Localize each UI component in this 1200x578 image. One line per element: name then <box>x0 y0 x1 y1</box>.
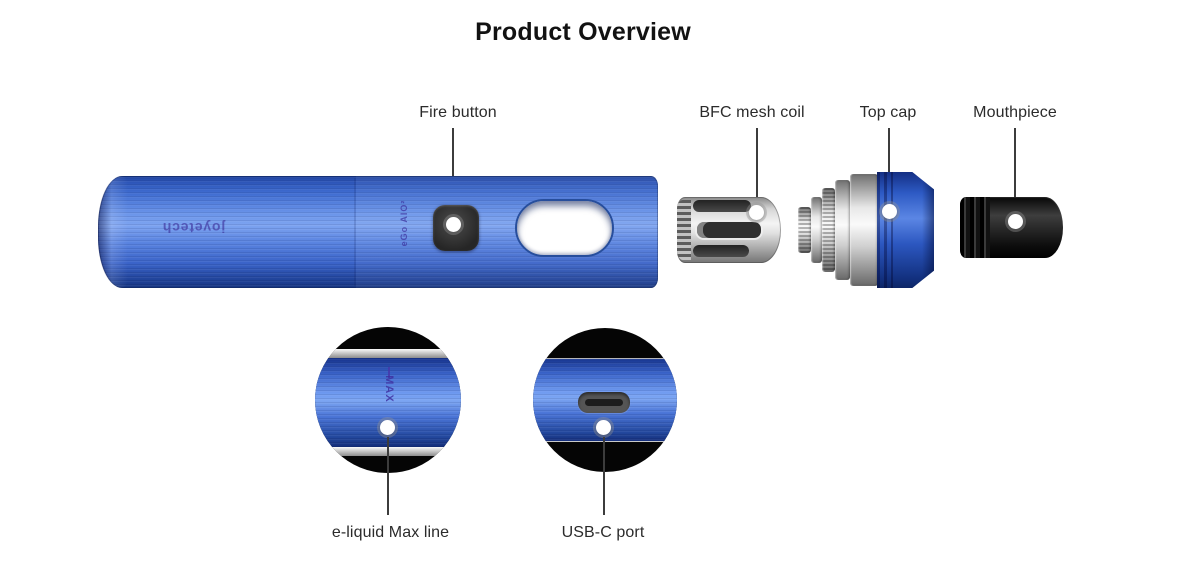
callout-line-fire-button <box>452 128 454 218</box>
brand-text: joyetech <box>162 220 226 236</box>
top-cap-thread-1 <box>798 207 811 253</box>
usbc-port <box>578 392 630 413</box>
max-line-text: MAX <box>383 375 395 403</box>
label-bfc-mesh-coil: BFC mesh coil <box>699 104 805 121</box>
callout-line-max-line <box>387 437 389 515</box>
zoom-circle-usbc <box>533 328 677 472</box>
top-cap-disc <box>850 174 878 286</box>
label-fire-button: Fire button <box>419 104 497 121</box>
mouthpiece-grip-ribs <box>960 197 990 258</box>
label-top-cap: Top cap <box>859 104 917 121</box>
page-title: Product Overview <box>475 18 691 46</box>
callout-dot-top-cap <box>882 204 897 219</box>
usbc-port-slot <box>585 399 623 406</box>
max-fill-line <box>388 367 390 378</box>
callout-dot-max-line <box>380 420 395 435</box>
coil-air-slot-middle <box>697 222 761 238</box>
callout-dot-usbc <box>596 420 611 435</box>
label-mouthpiece: Mouthpiece <box>973 104 1057 121</box>
callout-dot-mouthpiece <box>1008 214 1023 229</box>
device-body: joyetech eGo AIO² <box>98 176 658 288</box>
coil-air-slot-bottom <box>693 245 749 257</box>
body-seam <box>354 178 356 286</box>
e-liquid-window <box>515 199 614 257</box>
model-text: eGo AIO² <box>399 199 409 247</box>
window-edge-top <box>315 349 461 358</box>
label-usbc-port: USB-C port <box>561 524 645 541</box>
body-end-shading <box>98 176 128 288</box>
bfc-mesh-coil <box>677 197 781 263</box>
callout-line-mouthpiece <box>1014 128 1016 216</box>
coil-base-ring <box>677 200 691 260</box>
callout-line-usbc <box>603 437 605 515</box>
callout-dot-bfc-mesh-coil <box>749 205 764 220</box>
top-cap-thread-2 <box>811 197 822 263</box>
top-cap-grip-teeth <box>877 172 893 288</box>
label-eliquid-max-line: e-liquid Max line <box>331 524 450 541</box>
top-cap-thread-3 <box>822 188 835 272</box>
coil-air-slot-top <box>693 200 751 212</box>
top-cap-facet <box>922 180 934 280</box>
top-cap-blue-nut <box>877 172 934 288</box>
callout-dot-fire-button <box>446 217 461 232</box>
top-cap-flange <box>835 180 850 280</box>
callout-line-top-cap <box>888 128 890 206</box>
callout-line-bfc-mesh-coil <box>756 128 758 207</box>
